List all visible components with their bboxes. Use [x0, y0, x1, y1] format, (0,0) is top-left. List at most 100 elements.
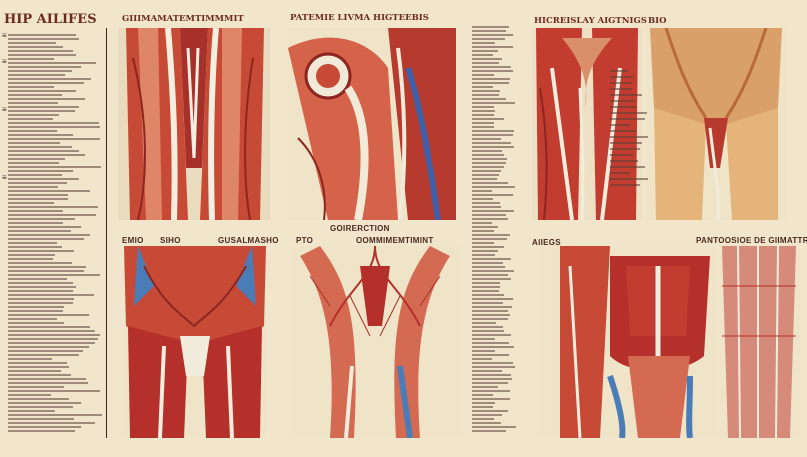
text-line [472, 350, 495, 352]
text-line [8, 34, 76, 36]
text-line [472, 398, 510, 400]
text-line [472, 262, 503, 264]
text-line [472, 274, 508, 276]
panel-thigh-anterior [118, 28, 270, 220]
text-line [472, 150, 502, 152]
text-line [472, 54, 493, 56]
text-line [8, 286, 76, 288]
text-line [8, 198, 68, 200]
caption-oommimemtimint: OOMMIMEMTIMINT [356, 236, 434, 245]
text-line [8, 366, 69, 368]
text-line [472, 174, 499, 176]
text-line [472, 286, 500, 288]
text-line [472, 314, 510, 316]
text-line [8, 142, 60, 144]
text-line [8, 90, 76, 92]
text-line [610, 154, 633, 156]
text-line [8, 118, 53, 120]
text-line [8, 382, 88, 384]
text-line [472, 342, 509, 344]
text-line [8, 194, 68, 196]
text-line [8, 58, 54, 60]
text-line [8, 430, 75, 432]
text-line [472, 418, 494, 420]
text-line [610, 166, 645, 168]
text-line [472, 110, 495, 112]
text-line [472, 290, 499, 292]
text-line [610, 112, 647, 114]
text-line [472, 394, 493, 396]
text-line [8, 110, 75, 112]
text-line [472, 50, 498, 52]
text-line [472, 94, 499, 96]
text-line [8, 258, 53, 260]
text-line [8, 398, 69, 400]
text-line [472, 194, 513, 196]
text-line [610, 148, 640, 150]
text-line [472, 158, 507, 160]
text-line [472, 58, 502, 60]
text-line [8, 346, 89, 348]
text-line [472, 382, 508, 384]
text-line [472, 230, 494, 232]
text-line [472, 430, 506, 432]
text-line [472, 134, 513, 136]
text-line [8, 338, 98, 340]
text-line [8, 426, 81, 428]
text-line [8, 86, 54, 88]
text-line [472, 182, 508, 184]
text-line [472, 278, 511, 280]
text-line [610, 124, 630, 126]
left-margin-glyphs: ≡ ≡ ≡ ≡ [2, 31, 7, 182]
text-line [8, 62, 96, 64]
poster-title: HIP AILIFES [4, 12, 97, 27]
text-line [8, 190, 90, 192]
text-line [8, 94, 62, 96]
text-line [8, 318, 57, 320]
text-line [610, 88, 632, 90]
text-line [472, 322, 496, 324]
text-line [472, 222, 492, 224]
text-line [8, 322, 64, 324]
text-line [610, 172, 630, 174]
text-line [8, 342, 95, 344]
text-line [8, 374, 71, 376]
text-line [472, 378, 512, 380]
text-line [8, 242, 57, 244]
text-line [8, 98, 85, 100]
text-line [472, 142, 511, 144]
text-line [8, 54, 76, 56]
panel-title-4: BIO [648, 16, 667, 26]
hip-posterior-illustration [124, 246, 266, 438]
text-line [8, 326, 90, 328]
text-line [8, 146, 72, 148]
text-line [8, 354, 79, 356]
text-line [8, 138, 100, 140]
text-line [8, 402, 81, 404]
text-line [472, 46, 513, 48]
left-text-column [8, 34, 104, 434]
text-line [8, 414, 102, 416]
text-line [472, 38, 505, 40]
text-line [610, 142, 642, 144]
text-line [472, 162, 506, 164]
text-line [8, 102, 58, 104]
text-line [472, 266, 505, 268]
text-line [472, 334, 511, 336]
panel-hip-posterior [124, 246, 266, 438]
text-line [472, 34, 513, 36]
text-line [8, 230, 71, 232]
thigh-anterior-illustration [118, 28, 270, 220]
gluteal-illustration [646, 28, 786, 220]
text-line [610, 82, 632, 84]
text-line [472, 166, 504, 168]
text-line [472, 254, 495, 256]
text-line [8, 106, 79, 108]
text-line [472, 354, 509, 356]
text-line [8, 274, 100, 276]
text-line [8, 314, 89, 316]
text-line [610, 130, 637, 132]
text-line [8, 150, 79, 152]
text-line [8, 78, 91, 80]
